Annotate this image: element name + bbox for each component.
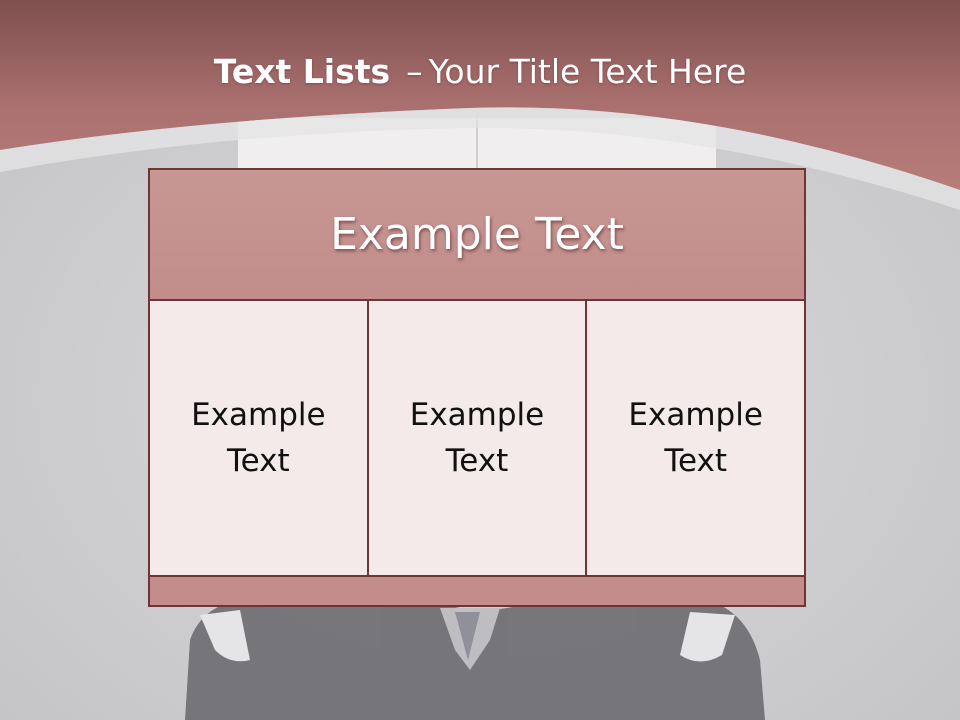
table-body-row: Example Text Example Text Example Text	[150, 301, 805, 577]
cell-text: Example Text	[191, 392, 326, 484]
slide-title: Text Lists–Your Title Text Here	[0, 52, 960, 91]
presenter-figure-photo	[185, 595, 765, 720]
cell-text: Example Text	[410, 392, 545, 484]
title-separator: –	[406, 52, 423, 91]
table-cell-2[interactable]: Example Text	[366, 301, 586, 575]
cell-text-line: Example	[409, 397, 545, 433]
table-cell-3[interactable]: Example Text	[585, 301, 805, 575]
table-footer-bar[interactable]	[150, 577, 804, 605]
cell-text-line: Text	[664, 443, 728, 479]
table-cell-1[interactable]: Example Text	[150, 301, 367, 575]
text-list-table: Example Text Example Text Example Text E…	[148, 168, 806, 607]
cell-text: Example Text	[628, 392, 763, 484]
cell-text-line: Text	[226, 443, 290, 479]
table-header-cell[interactable]: Example Text	[150, 170, 804, 301]
title-bold-part: Text Lists	[213, 52, 391, 91]
cell-text-line: Example	[628, 397, 763, 433]
cell-text-line: Example	[191, 397, 326, 433]
table-header-text: Example Text	[330, 209, 624, 260]
cell-text-line: Text	[445, 443, 509, 479]
title-subtitle-part: Your Title Text Here	[428, 52, 747, 91]
